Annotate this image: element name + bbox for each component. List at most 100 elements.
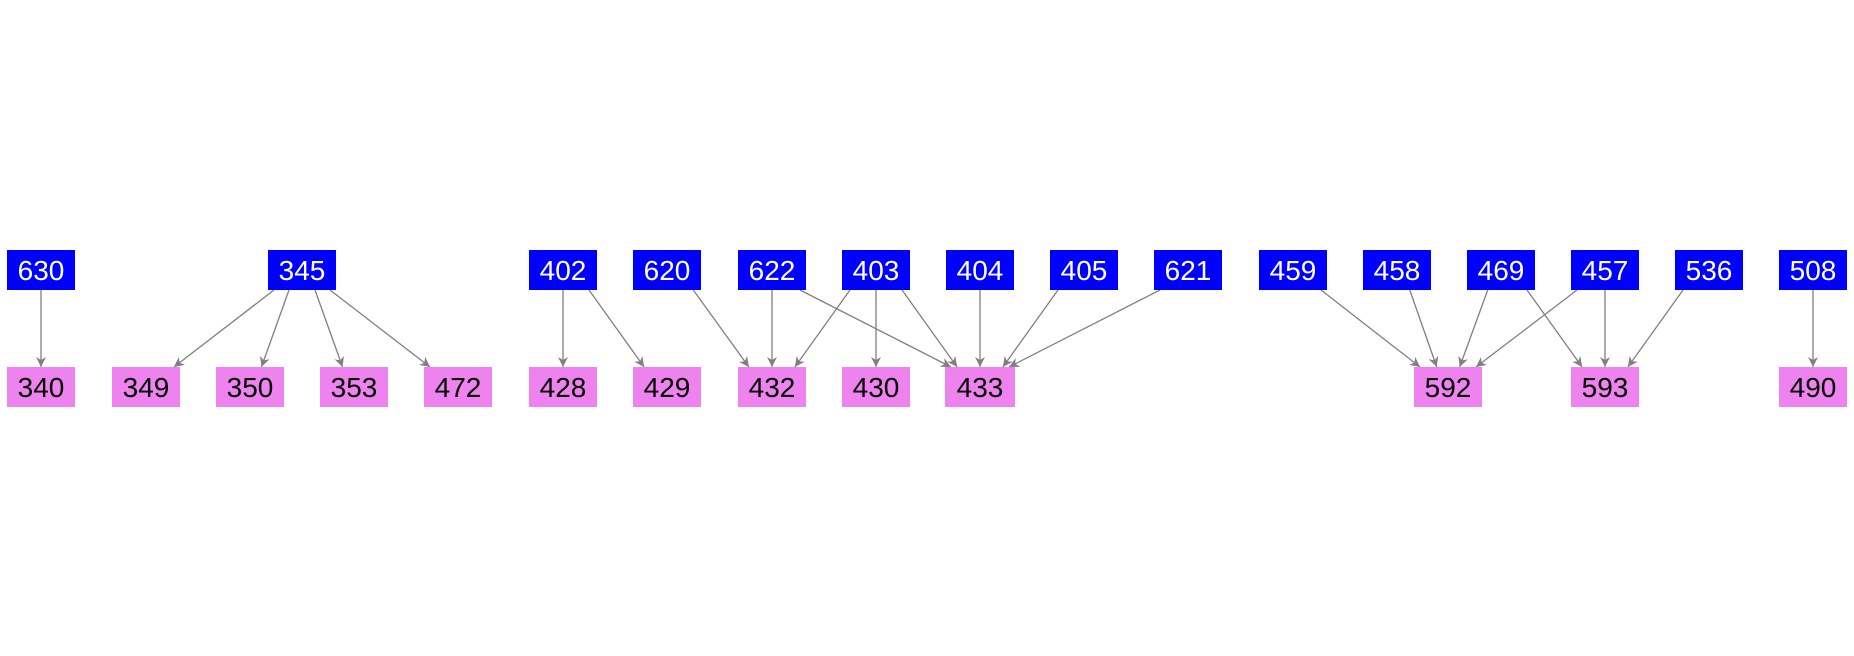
node-box [946, 250, 1014, 290]
node-box [7, 367, 75, 407]
node-box [1571, 367, 1639, 407]
node-label: 630 [18, 255, 65, 286]
source-node-405: 405 [1050, 250, 1118, 290]
node-box [945, 367, 1015, 407]
edge-345-to-472 [329, 289, 431, 368]
source-node-621: 621 [1154, 250, 1222, 290]
node-box [216, 367, 284, 407]
edge-345-to-353 [314, 289, 344, 368]
source-node-404: 404 [946, 250, 1014, 290]
source-node-458: 458 [1363, 250, 1431, 290]
node-label: 430 [853, 372, 900, 403]
edge-345-to-350 [260, 289, 290, 368]
node-box [1675, 250, 1743, 290]
node-label: 340 [18, 372, 65, 403]
edge-405-to-433 [1002, 289, 1059, 368]
target-node-593: 593 [1571, 367, 1639, 407]
node-box [1779, 250, 1847, 290]
source-node-620: 620 [633, 250, 701, 290]
node-label: 402 [540, 255, 587, 286]
node-box [1779, 367, 1847, 407]
target-node-592: 592 [1414, 367, 1482, 407]
node-box [1571, 250, 1639, 290]
target-node-349: 349 [112, 367, 180, 407]
nodes-layer: 630 345 402 620 622 403 404 405 621 459 458 469 457 5… [7, 250, 1847, 407]
node-label: 458 [1374, 255, 1421, 286]
source-node-403: 403 [842, 250, 910, 290]
node-label: 405 [1061, 255, 1108, 286]
node-label: 622 [749, 255, 796, 286]
node-label: 432 [749, 372, 796, 403]
edge-403-to-432 [794, 289, 851, 368]
target-node-340: 340 [7, 367, 75, 407]
node-box [842, 250, 910, 290]
node-label: 457 [1582, 255, 1629, 286]
node-label: 472 [435, 372, 482, 403]
edge-536-to-593 [1627, 289, 1684, 368]
target-node-433: 433 [945, 367, 1015, 407]
node-box [424, 367, 492, 407]
node-label: 620 [644, 255, 691, 286]
node-box [320, 367, 388, 407]
target-node-490: 490 [1779, 367, 1847, 407]
node-box [7, 250, 75, 290]
node-box [1363, 250, 1431, 290]
target-node-432: 432 [738, 367, 806, 407]
node-label: 353 [331, 372, 378, 403]
edge-402-to-429 [588, 289, 645, 368]
edge-403-to-433 [901, 289, 958, 368]
source-node-457: 457 [1571, 250, 1639, 290]
node-label: 404 [957, 255, 1004, 286]
node-box [1154, 250, 1222, 290]
edge-620-to-432 [692, 289, 750, 368]
source-node-622: 622 [738, 250, 806, 290]
edge-345-to-349 [173, 289, 275, 368]
edge-457-to-592 [1475, 289, 1578, 368]
node-box [633, 367, 701, 407]
node-label: 429 [644, 372, 691, 403]
edge-621-to-433 [1008, 289, 1161, 368]
target-node-429: 429 [633, 367, 701, 407]
edge-459-to-592 [1320, 289, 1421, 368]
node-box [268, 250, 336, 290]
node-box [1259, 250, 1327, 290]
node-label: 459 [1270, 255, 1317, 286]
source-node-508: 508 [1779, 250, 1847, 290]
node-box [842, 367, 910, 407]
node-box [738, 367, 806, 407]
node-box [1414, 367, 1482, 407]
edge-458-to-592 [1409, 289, 1439, 368]
node-label: 428 [540, 372, 587, 403]
target-node-350: 350 [216, 367, 284, 407]
node-label: 349 [123, 372, 170, 403]
node-label: 345 [279, 255, 326, 286]
node-box [529, 367, 597, 407]
node-label: 403 [853, 255, 900, 286]
target-node-353: 353 [320, 367, 388, 407]
node-box [1467, 250, 1535, 290]
node-box [633, 250, 701, 290]
source-node-459: 459 [1259, 250, 1327, 290]
edge-469-to-592 [1458, 289, 1489, 368]
node-label: 536 [1686, 255, 1733, 286]
node-box [1050, 250, 1118, 290]
node-label: 350 [227, 372, 274, 403]
source-node-345: 345 [268, 250, 336, 290]
target-node-472: 472 [424, 367, 492, 407]
target-node-428: 428 [529, 367, 597, 407]
source-node-469: 469 [1467, 250, 1535, 290]
source-node-402: 402 [529, 250, 597, 290]
source-node-536: 536 [1675, 250, 1743, 290]
target-node-430: 430 [842, 367, 910, 407]
edges-layer [36, 289, 1818, 368]
node-box [529, 250, 597, 290]
node-label: 433 [957, 372, 1004, 403]
node-label: 593 [1582, 372, 1629, 403]
node-label: 508 [1790, 255, 1837, 286]
node-label: 469 [1478, 255, 1525, 286]
source-node-630: 630 [7, 250, 75, 290]
edge-469-to-593 [1526, 289, 1583, 368]
node-label: 490 [1790, 372, 1837, 403]
node-label: 592 [1425, 372, 1472, 403]
